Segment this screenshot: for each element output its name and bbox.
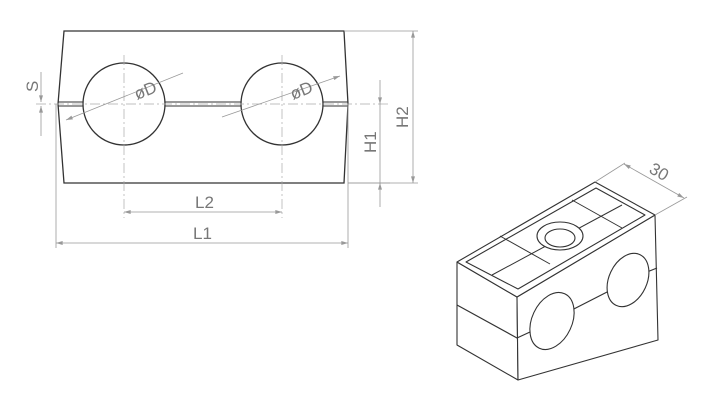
depth-dimension-line — [623, 163, 685, 199]
iso-rib-2 — [571, 199, 623, 229]
front-view: øD øD S H1 H2 L2 L1 — [23, 30, 418, 248]
diameter-leader-right — [221, 75, 341, 118]
iso-bore-left — [529, 291, 575, 351]
iso-center-hole — [544, 228, 576, 248]
iso-bore-right — [606, 252, 650, 308]
h2-label: H2 — [393, 106, 412, 128]
l2-label: L2 — [195, 193, 214, 212]
depth-label: 30 — [646, 159, 672, 185]
s-label: S — [23, 81, 42, 92]
h1-label: H1 — [361, 131, 380, 153]
depth-extension-1 — [594, 162, 626, 183]
iso-rib-1 — [499, 235, 551, 265]
l1-label: L1 — [193, 224, 212, 243]
depth-extension-2 — [654, 196, 688, 216]
isometric-view: 30 — [456, 159, 688, 381]
diameter-leader-left — [65, 72, 184, 121]
